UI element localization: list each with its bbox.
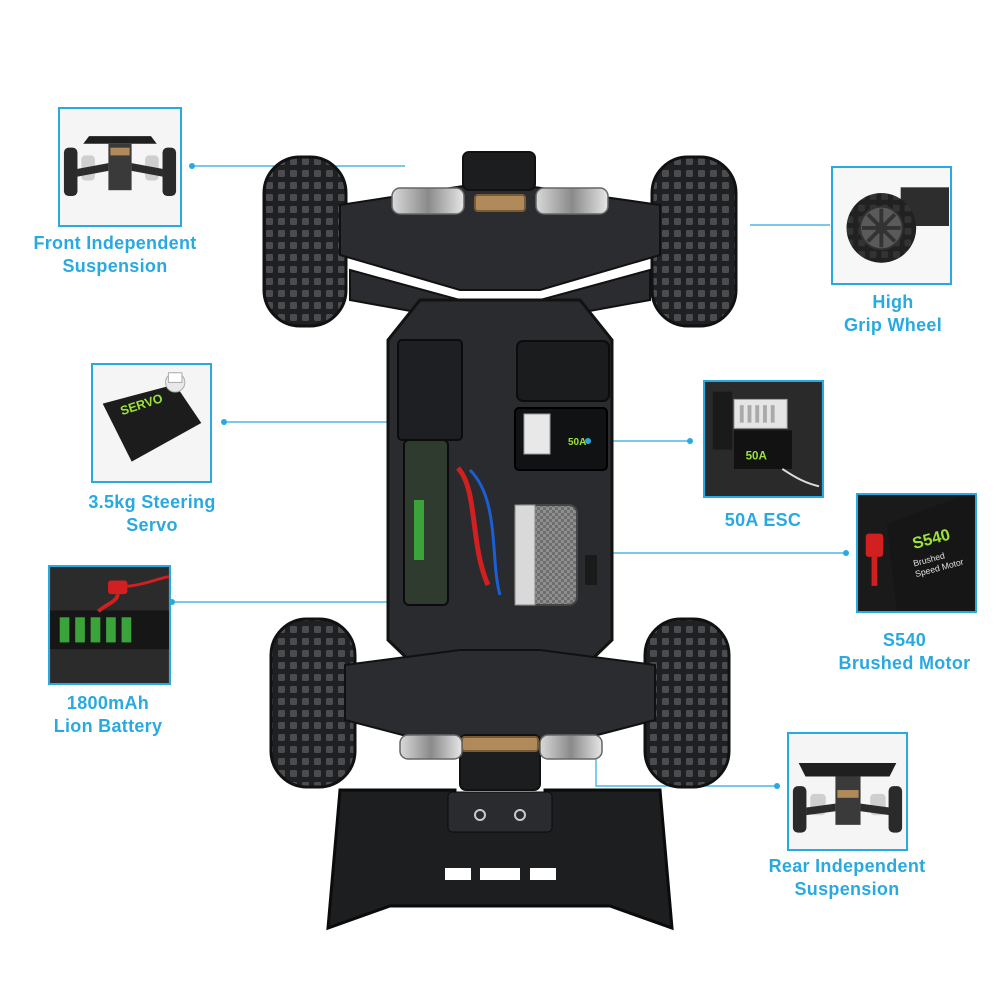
- rear-wing: [326, 788, 674, 931]
- rear-suspension-caption: Rear Independent Suspension: [747, 855, 947, 901]
- esc-thumbnail: 50A: [703, 380, 824, 498]
- caption-line: Suspension: [794, 879, 900, 899]
- caption-line: Grip Wheel: [843, 315, 942, 335]
- caption-line: 50A ESC: [724, 510, 802, 530]
- rear-left-wheel: [269, 617, 357, 789]
- steering-servo-caption: 3.5kg Steering Servo: [52, 491, 252, 537]
- callout-dot: [774, 783, 780, 789]
- rear-suspension-thumbnail: [787, 732, 908, 851]
- caption-line: 1800mAh: [66, 693, 150, 713]
- motor-caption: S540 Brushed Motor: [812, 629, 997, 675]
- suspension-icon: [789, 734, 906, 849]
- battery-thumbnail: [48, 565, 171, 685]
- callout-dot: [687, 438, 693, 444]
- esc-rating-text: 50A: [568, 437, 586, 448]
- caption-line: High: [872, 292, 914, 312]
- caption-line: Rear Independent: [768, 856, 926, 876]
- wheel-icon: [833, 168, 950, 283]
- front-suspension-thumbnail: [58, 107, 182, 227]
- motor-icon: S540 Brushed Speed Motor: [858, 495, 975, 611]
- suspension-icon: [60, 109, 180, 225]
- servo-icon: SERVO: [93, 365, 210, 481]
- esc-icon: 50A: [705, 382, 822, 496]
- front-left-wheel: [262, 155, 348, 328]
- callout-dot: [585, 438, 591, 444]
- caption-line: Lion Battery: [53, 716, 163, 736]
- esc-caption: 50A ESC: [663, 509, 863, 532]
- caption-line: Suspension: [62, 256, 168, 276]
- front-right-wheel: [650, 155, 738, 328]
- servo-thumbnail: SERVO: [91, 363, 212, 483]
- rear-right-wheel: [643, 617, 731, 789]
- front-suspension-caption: Front Independent Suspension: [15, 232, 215, 278]
- caption-line: 3.5kg Steering: [88, 492, 216, 512]
- battery-caption: 1800mAh Lion Battery: [8, 692, 208, 738]
- motor-thumbnail: S540 Brushed Speed Motor: [856, 493, 977, 613]
- callout-dot: [169, 599, 175, 605]
- callout-dot: [221, 419, 227, 425]
- chassis-tub: 50A: [386, 298, 614, 667]
- grip-wheel-thumbnail: [831, 166, 952, 285]
- caption-line: S540: [882, 630, 927, 650]
- caption-line: Front Independent: [33, 233, 197, 253]
- esc-thumb-rating: 50A: [746, 450, 768, 462]
- battery-icon: [50, 567, 169, 683]
- caption-line: Brushed Motor: [838, 653, 971, 673]
- grip-wheel-caption: High Grip Wheel: [793, 291, 993, 337]
- caption-line: Servo: [126, 515, 178, 535]
- callout-dot: [189, 163, 195, 169]
- rear-suspension: [344, 649, 656, 791]
- callout-dot: [843, 550, 849, 556]
- front-suspension: [339, 151, 661, 322]
